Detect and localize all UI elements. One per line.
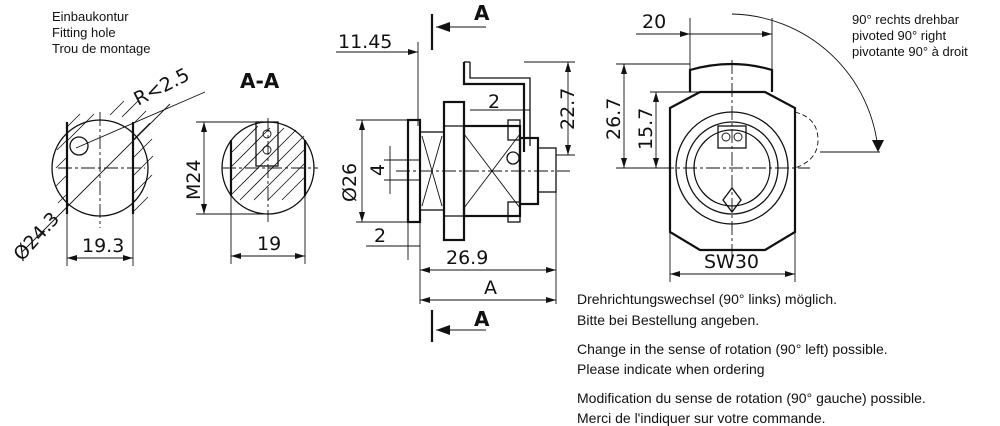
dim-a-label: A — [484, 277, 497, 299]
section-title: A-A — [240, 69, 280, 93]
note-de-line2: Bitte bei Bestellung angeben. — [577, 312, 759, 328]
diameter-leader — [21, 103, 171, 253]
fitting-hole-title-de: Einbaukontur — [52, 9, 129, 24]
front-cam — [688, 62, 774, 92]
m24-label: M24 — [183, 159, 205, 200]
fitting-hole-width-label: 19.3 — [82, 235, 124, 257]
rear-nut — [537, 147, 557, 193]
note-fr-line2: Merci de l'indiquer sur votre commande. — [577, 410, 826, 426]
dim-20-label: 20 — [642, 11, 666, 33]
dim-15-7-label: 15.7 — [635, 108, 657, 150]
rotated-cam-outline — [794, 111, 819, 169]
fitting-hole-title-en: Fitting hole — [52, 25, 116, 40]
side-view: A A 11.45 — [336, 1, 579, 342]
rotation-arc — [731, 13, 879, 151]
radius-detail-circle — [69, 136, 89, 156]
cam-arm — [462, 62, 526, 152]
radius-leader — [75, 91, 206, 149]
dim-26-9-label: 26.9 — [446, 247, 488, 269]
rotation-text-fr: pivotante 90° à droit — [852, 44, 968, 59]
front-hex-nut — [668, 90, 797, 252]
note-en-line1: Change in the sense of rotation (90° lef… — [577, 341, 888, 357]
note-de-line1: Drehrichtungswechsel (90° links) möglich… — [577, 291, 837, 307]
note-fr-line1: Modification du sense de rotation (90° g… — [577, 390, 926, 406]
front-key-marker — [722, 186, 742, 214]
cam-pin — [506, 151, 520, 165]
fitting-hole-view: Einbaukontur Fitting hole Trou de montag… — [9, 9, 206, 266]
radius-label: R<2.5 — [130, 64, 193, 111]
rotation-text-en: pivoted 90° right — [852, 28, 946, 43]
diameter-label: Ø24.3 — [9, 208, 64, 265]
dim-2-upper-label: 2 — [488, 91, 500, 113]
front-view: 20 26.7 15.7 90° rechts drehbar pivoted … — [603, 11, 968, 282]
dim-26-7-label: 26.7 — [603, 98, 625, 140]
fitting-hole-title-fr: Trou de montage — [52, 41, 151, 56]
dim-4-label: 4 — [367, 164, 389, 176]
dim-11-45-label: 11.45 — [338, 31, 392, 53]
rotation-text-de: 90° rechts drehbar — [852, 12, 960, 27]
section-width-label: 19 — [257, 233, 281, 255]
dim-2-lower-label: 2 — [374, 225, 386, 247]
fitting-hole-hatching — [55, 100, 154, 213]
section-a-a-view: A-A M24 19 — [183, 69, 318, 264]
cut-label-bottom: A — [474, 307, 490, 331]
dim-d26-label: Ø26 — [339, 163, 361, 202]
note-en-line2: Please indicate when ordering — [577, 361, 765, 377]
cut-label-top: A — [474, 1, 490, 25]
notes-block: Drehrichtungswechsel (90° links) möglich… — [577, 291, 926, 426]
dim-22-7-label: 22.7 — [557, 88, 579, 130]
dim-sw30-label: SW30 — [704, 251, 759, 273]
